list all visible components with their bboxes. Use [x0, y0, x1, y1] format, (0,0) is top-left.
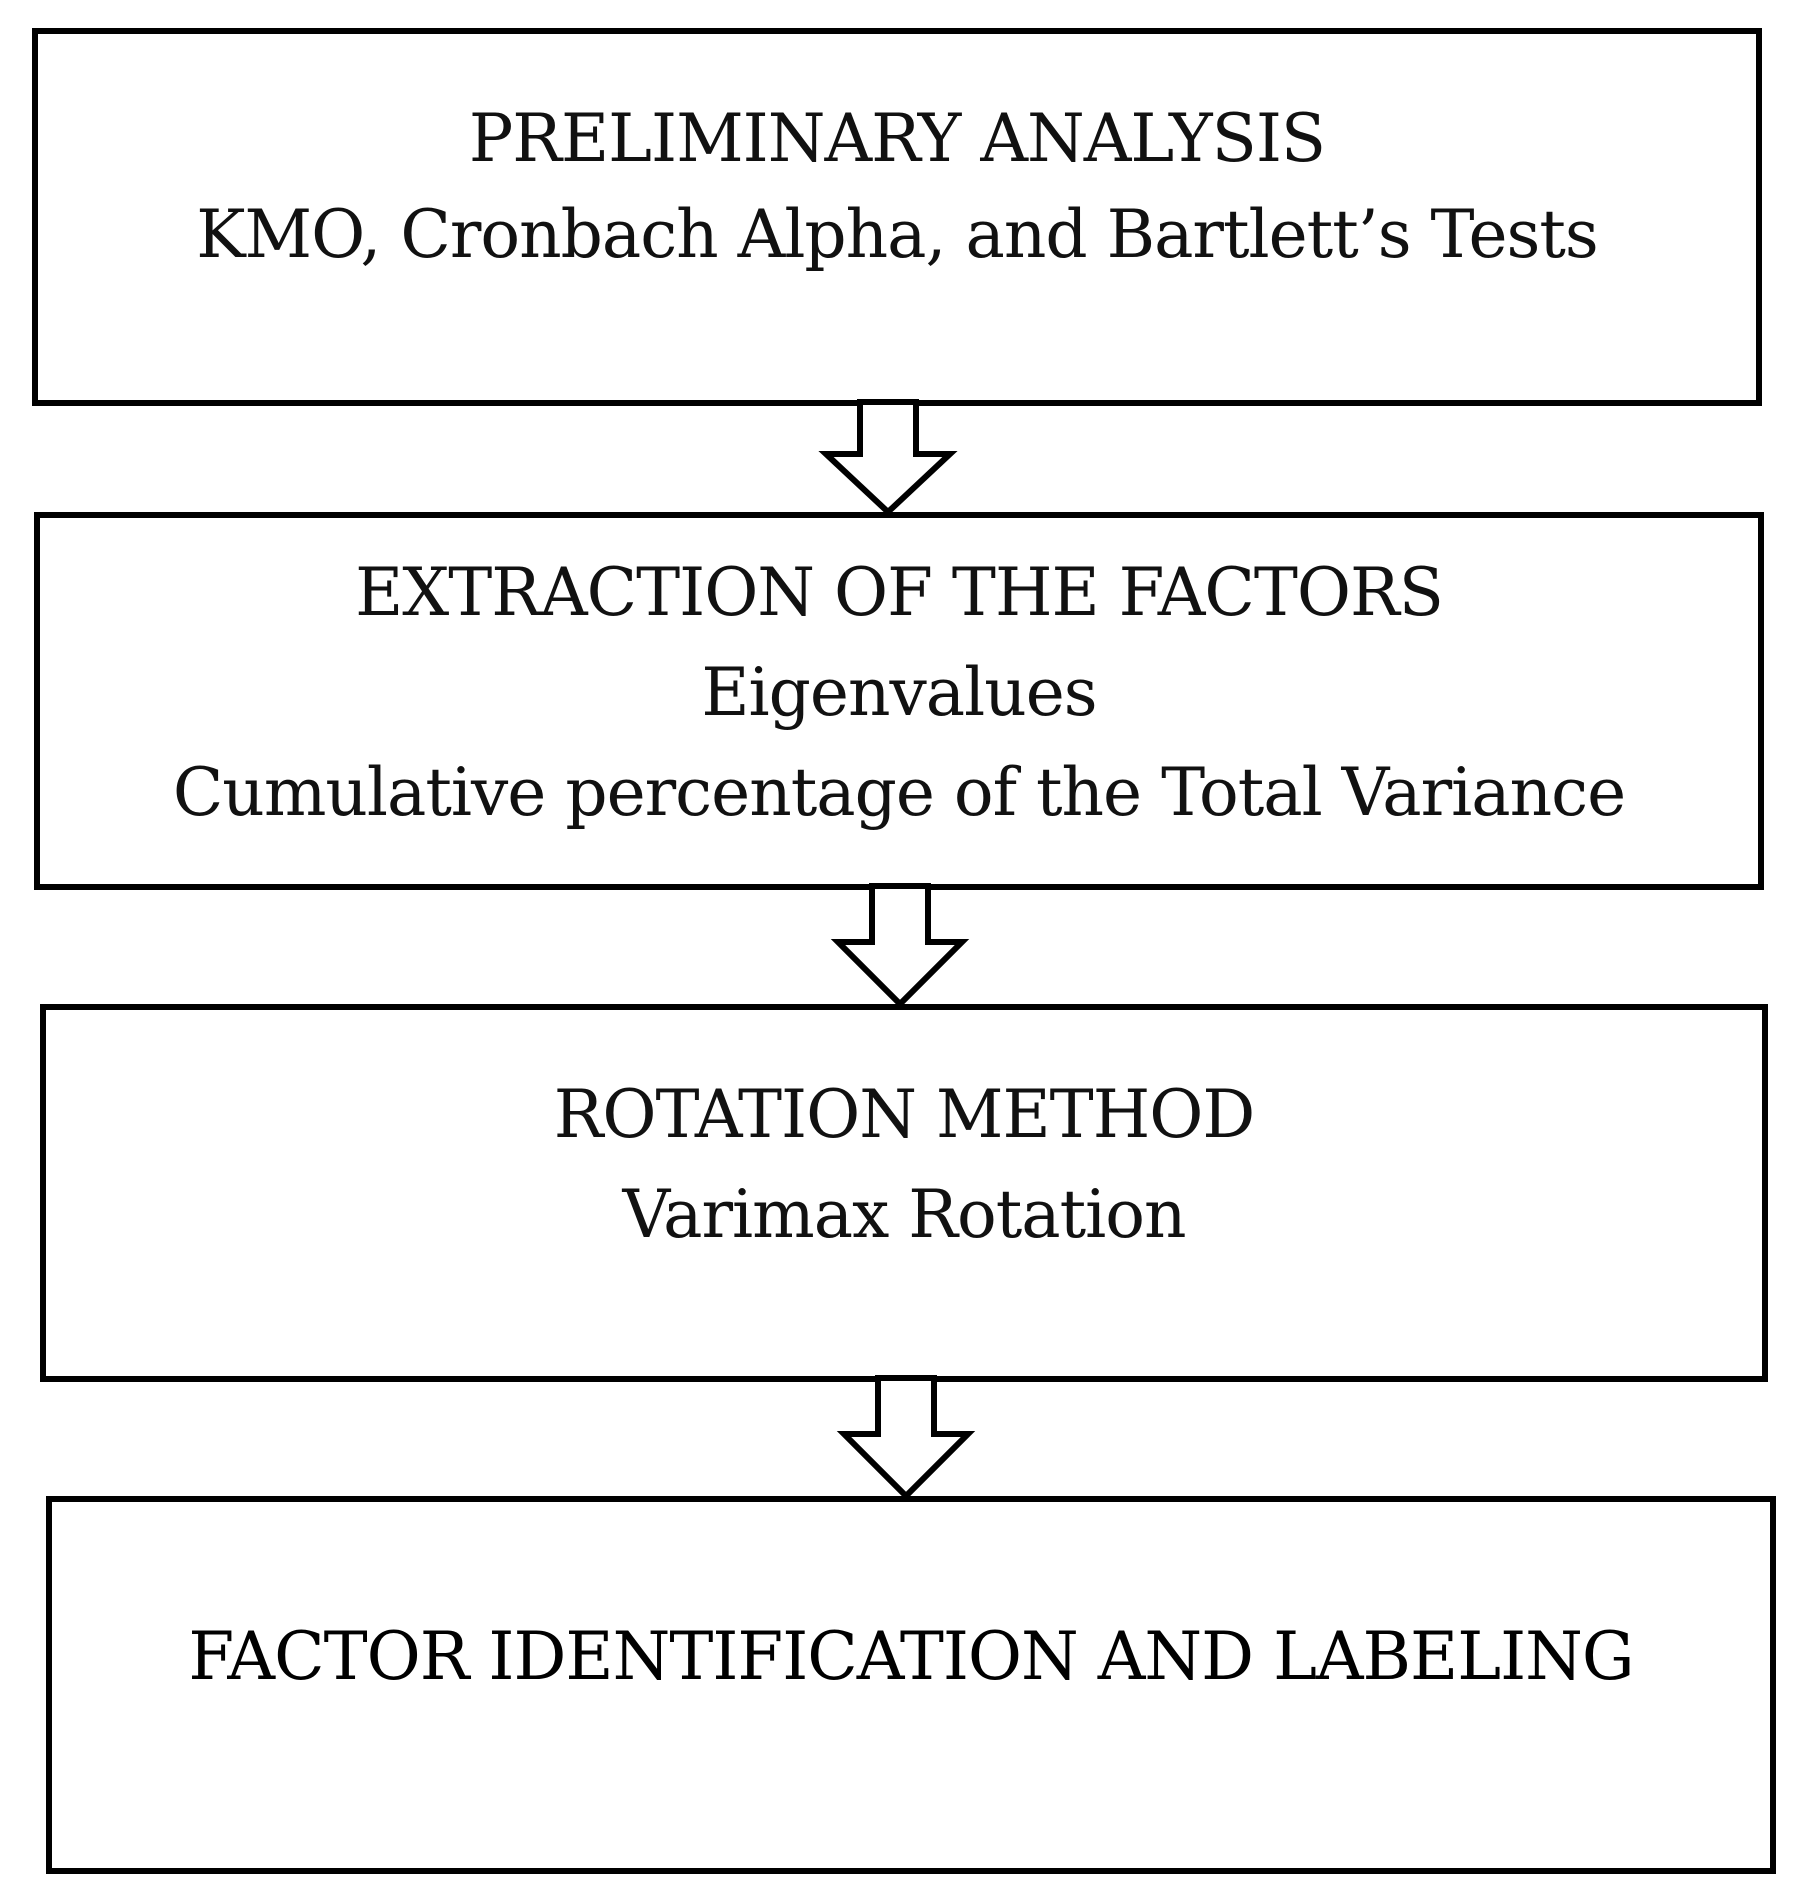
- step-detail: Cumulative percentage of the Total Varia…: [172, 754, 1626, 831]
- step-heading: EXTRACTION OF THE FACTORS: [355, 554, 1444, 631]
- hollow-down-arrow-icon: [836, 1375, 976, 1501]
- step-heading: FACTOR IDENTIFICATION AND LABELING: [188, 1618, 1634, 1695]
- step-box-extraction-of-factors: EXTRACTION OF THE FACTORS Eigenvalues Cu…: [34, 512, 1764, 890]
- step-detail: Eigenvalues: [701, 654, 1097, 731]
- step-box-preliminary-analysis: PRELIMINARY ANALYSIS KMO, Cronbach Alpha…: [32, 28, 1762, 406]
- step-box-rotation-method: ROTATION METHOD Varimax Rotation: [40, 1004, 1768, 1382]
- step-heading: ROTATION METHOD: [553, 1076, 1256, 1153]
- step-heading: PRELIMINARY ANALYSIS: [468, 100, 1326, 177]
- hollow-down-arrow-icon: [830, 883, 970, 1009]
- step-detail: Varimax Rotation: [622, 1176, 1187, 1253]
- hollow-down-arrow-icon: [818, 399, 958, 517]
- step-detail: KMO, Cronbach Alpha, and Bartlett’s Test…: [196, 196, 1599, 273]
- step-box-factor-identification: FACTOR IDENTIFICATION AND LABELING: [46, 1496, 1776, 1874]
